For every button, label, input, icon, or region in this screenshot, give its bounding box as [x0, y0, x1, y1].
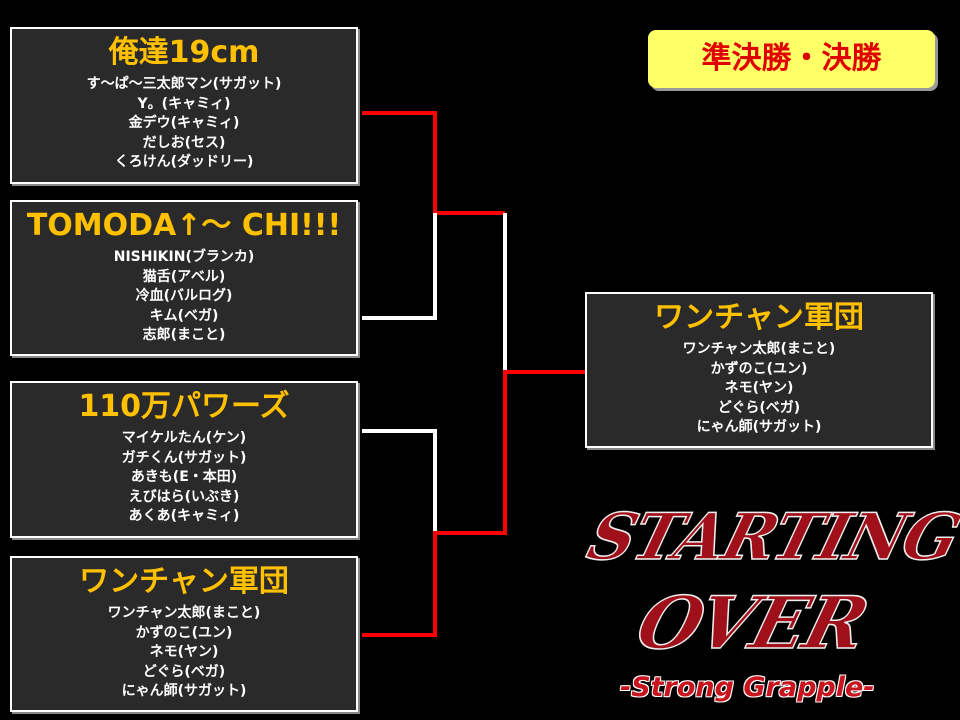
member-list: NISHIKIN(ブランカ) 猫舌(アベル) 冷血(バルログ) キム(ベガ) 志… [12, 248, 356, 346]
bracket-line-win-semi1 [362, 111, 505, 215]
bracket-line-win-semi2 [362, 370, 585, 637]
member: 猫舌(アベル) [142, 268, 226, 285]
team-name: TOMODA↑～ CHI!!! [26, 208, 342, 243]
member: あくあ(キャミィ) [128, 508, 240, 524]
member: キム(ベガ) [149, 307, 219, 324]
team-box: TOMODA↑～ CHI!!! NISHIKIN(ブランカ) 猫舌(アベル) 冷… [10, 200, 358, 356]
member: どぐら(ベガ) [142, 663, 226, 680]
team-name: 110万パワーズ [78, 389, 290, 424]
team-box: 俺達19cm す～ぱ～三太郎マン(サガット) Y。(キャミィ) 金デウ(キャミィ… [10, 27, 358, 184]
member: マイケルたん(ケン) [121, 430, 247, 446]
member-list: す～ぱ～三太郎マン(サガット) Y。(キャミィ) 金デウ(キャミィ) だしお(セ… [12, 75, 356, 173]
member: くろけん(ダッドリー) [114, 154, 254, 170]
member: どぐら(ベガ) [717, 399, 801, 416]
round-title-badge: 準決勝・決勝 [648, 30, 935, 88]
member: ガチくん(サガット) [121, 449, 247, 466]
member: かずのこ(ユン) [710, 360, 808, 377]
winner-team-name: ワンチャン軍団 [654, 300, 864, 335]
member: Y。(キャミィ) [137, 95, 231, 112]
team-name: 俺達19cm [108, 35, 260, 70]
member: 志郎(まこと) [142, 327, 226, 343]
logo-subtitle: -Strong Grapple- [620, 672, 875, 703]
member: あきも(E・本田) [130, 469, 238, 485]
bracket-line-lose-semi1 [362, 213, 437, 320]
member: 冷血(バルログ) [135, 288, 233, 304]
member: ネモ(ヤン) [724, 380, 794, 396]
member: にゃん師(サガット) [121, 683, 247, 699]
member: えびはら(いぶき) [128, 488, 240, 505]
team-name: ワンチャン軍団 [79, 564, 289, 599]
logo-line2: OVER [628, 579, 876, 666]
member-list: ワンチャン太郎(まこと) かずのこ(ユン) ネモ(ヤン) どぐら(ベガ) にゃん… [587, 340, 931, 438]
logo-line1: STARTING [579, 499, 960, 576]
team-box: ワンチャン軍団 ワンチャン太郎(まこと) かずのこ(ユン) ネモ(ヤン) どぐら… [10, 556, 358, 712]
member: ワンチャン太郎(まこと) [682, 341, 836, 357]
member: 金デウ(キャミィ) [128, 115, 240, 131]
member: かずのこ(ユン) [135, 624, 233, 641]
member: ネモ(ヤン) [149, 644, 219, 660]
member: ワンチャン太郎(まこと) [107, 605, 261, 621]
member: NISHIKIN(ブランカ) [113, 249, 255, 265]
event-logo: STARTING OVER -Strong Grapple- [579, 499, 960, 715]
winner-box: ワンチャン軍団 ワンチャン太郎(まこと) かずのこ(ユン) ネモ(ヤン) どぐら… [585, 292, 933, 448]
member-list: マイケルたん(ケン) ガチくん(サガット) あきも(E・本田) えびはら(いぶき… [12, 429, 356, 527]
member: だしお(セス) [142, 134, 226, 151]
member-list: ワンチャン太郎(まこと) かずのこ(ユン) ネモ(ヤン) どぐら(ベガ) にゃん… [12, 604, 356, 702]
member: にゃん師(サガット) [696, 419, 822, 435]
member: す～ぱ～三太郎マン(サガット) [86, 76, 282, 92]
team-box: 110万パワーズ マイケルたん(ケン) ガチくん(サガット) あきも(E・本田)… [10, 381, 358, 538]
bracket-line-lose-semi2 [362, 429, 437, 533]
